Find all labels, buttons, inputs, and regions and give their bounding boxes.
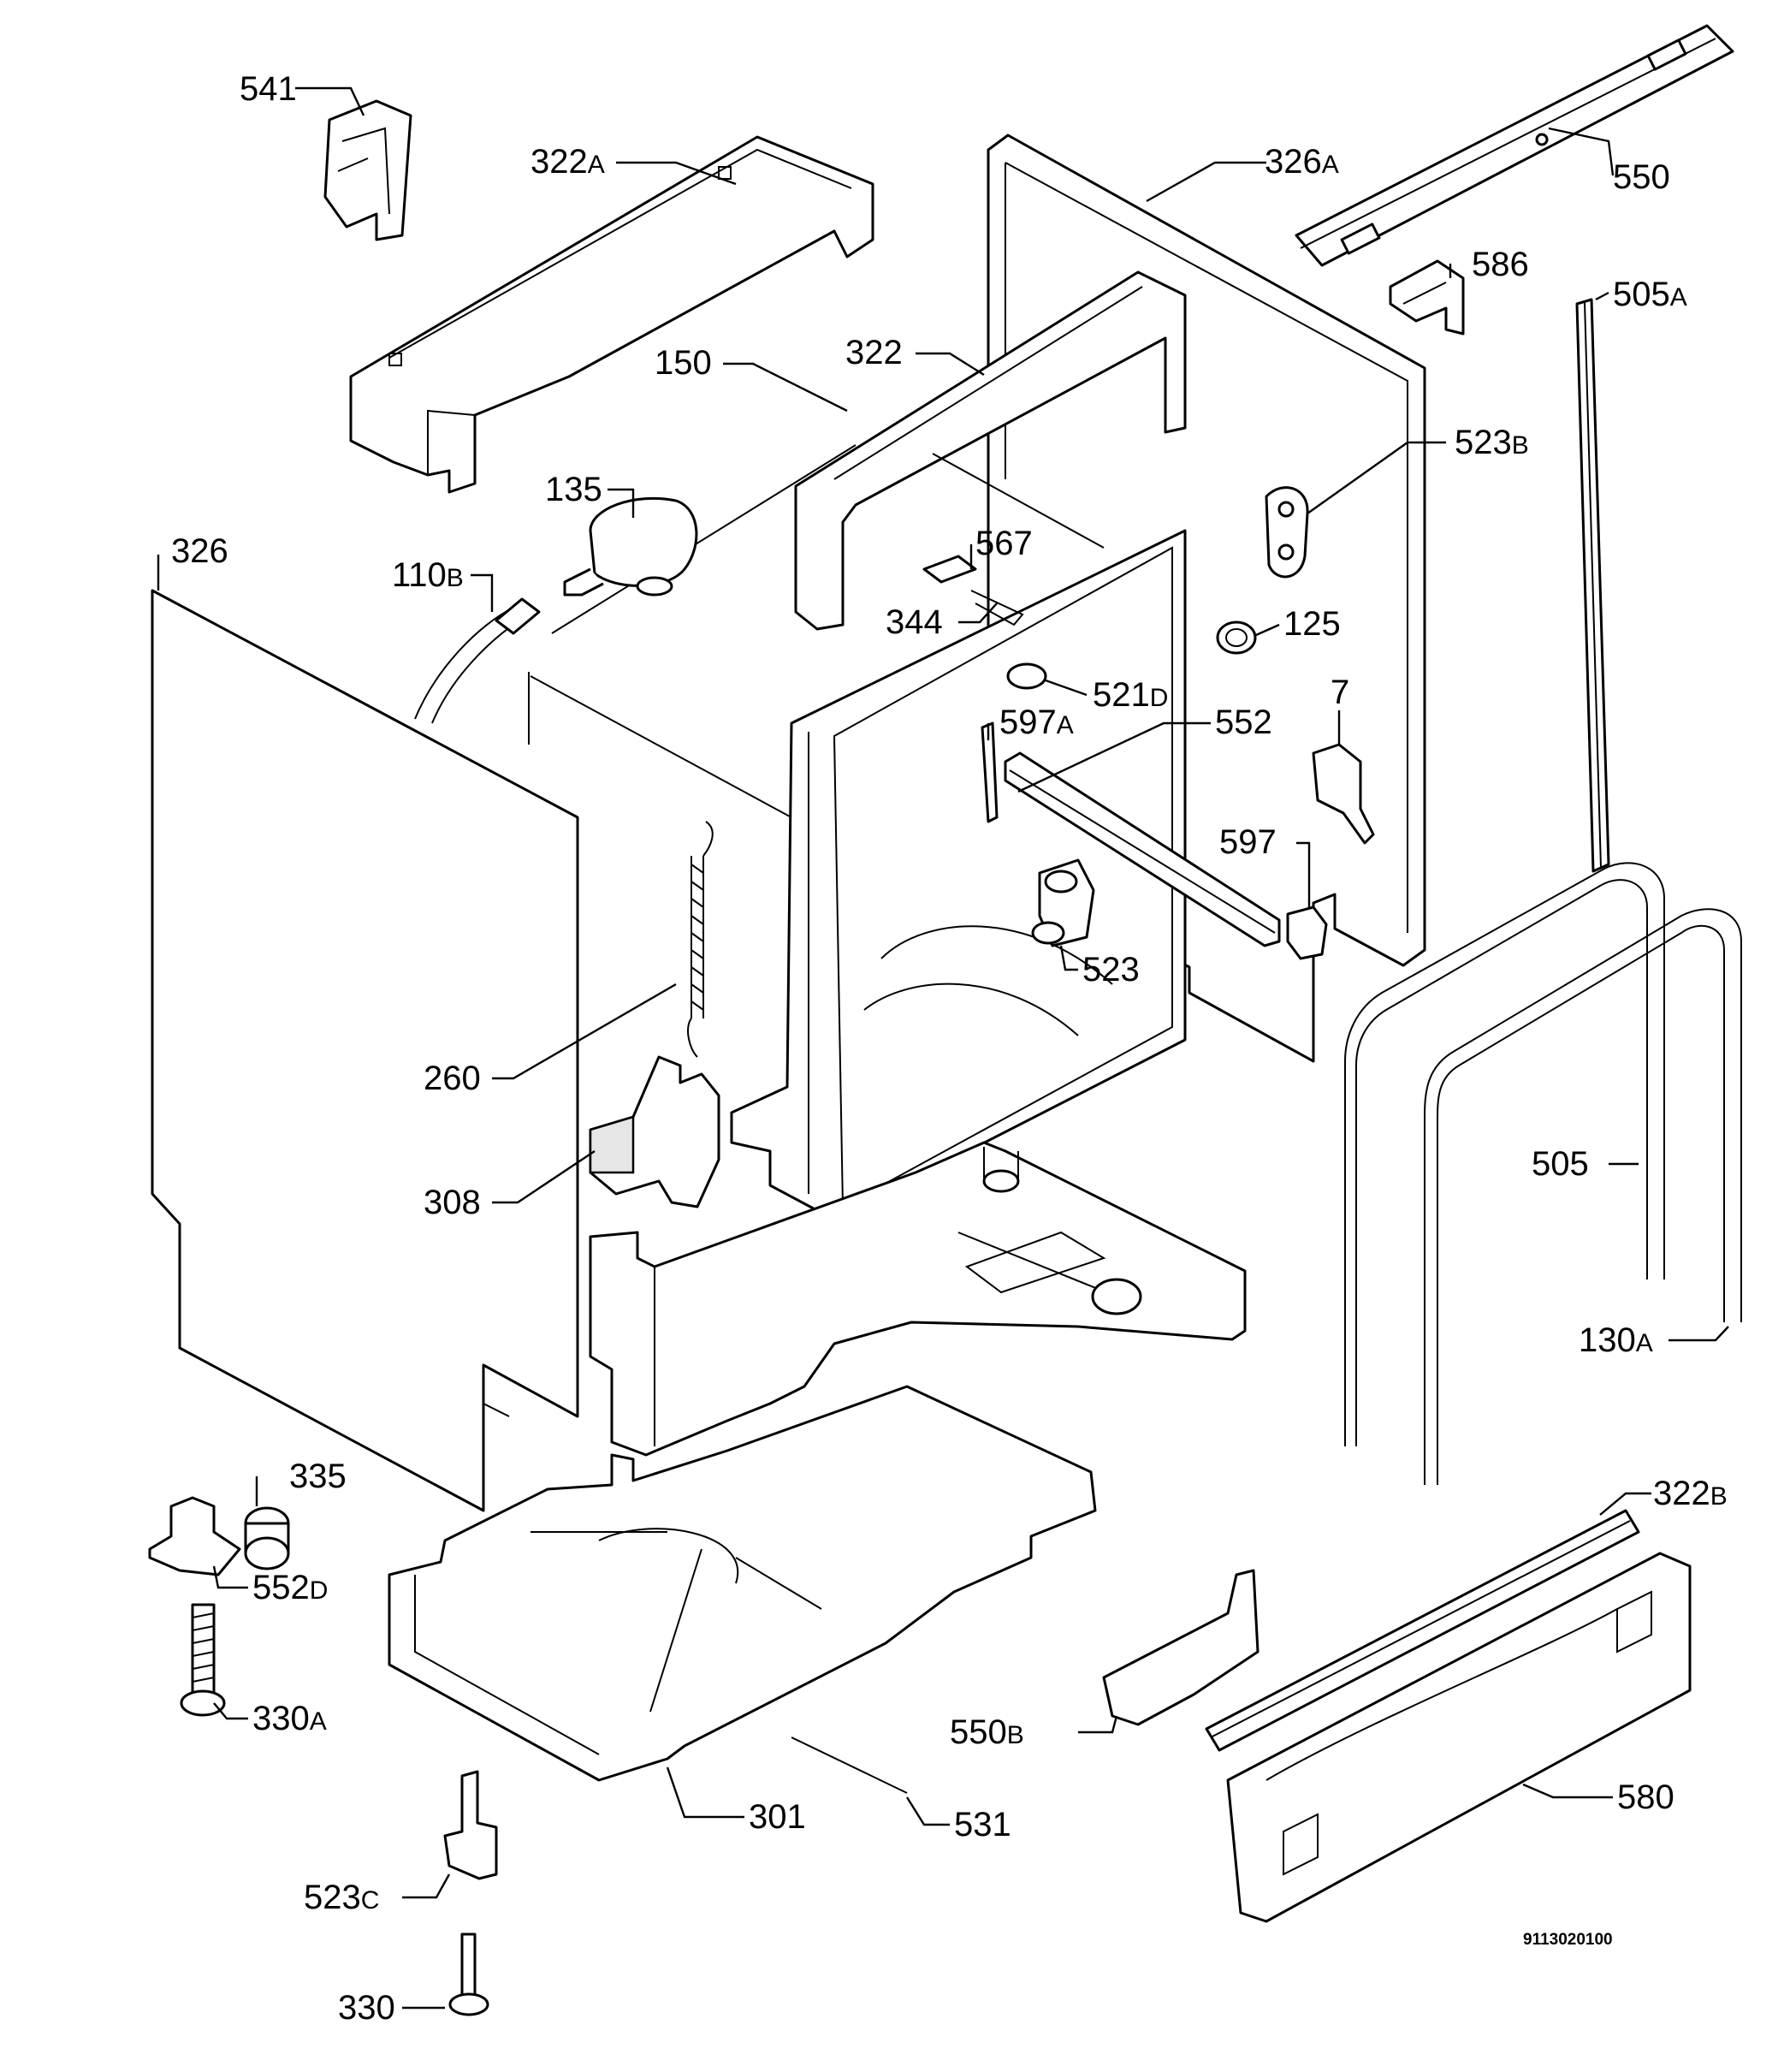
part-side-panel-left	[151, 589, 579, 1512]
part-cap-597	[1286, 905, 1328, 960]
label-322a: 322A	[530, 143, 605, 181]
part-clip-541	[323, 99, 412, 241]
label-523b: 523B	[1455, 424, 1529, 461]
label-580: 580	[1617, 1778, 1674, 1816]
label-308: 308	[424, 1184, 481, 1221]
part-ring-521d	[1006, 662, 1047, 690]
label-550b: 550B	[950, 1713, 1024, 1751]
label-521d: 521D	[1093, 676, 1168, 714]
label-567: 567	[975, 525, 1033, 562]
part-clip-567	[922, 555, 1024, 626]
label-523c: 523C	[304, 1879, 379, 1916]
part-gear-335	[244, 1506, 290, 1570]
part-screw-330	[448, 1932, 489, 2016]
part-nozzle-523	[1031, 858, 1095, 947]
label-552: 552	[1215, 704, 1272, 741]
label-301: 301	[749, 1798, 806, 1836]
part-base-frame	[589, 1141, 1247, 1457]
label-330a: 330A	[252, 1700, 327, 1737]
label-260: 260	[424, 1060, 481, 1097]
label-597a: 597A	[999, 704, 1074, 741]
label-322b: 322B	[1653, 1475, 1728, 1512]
label-150: 150	[655, 344, 712, 382]
part-hinge-pin-523c	[443, 1770, 498, 1880]
part-screw-330a	[180, 1603, 226, 1717]
leader-lines	[157, 86, 1729, 2010]
label-135: 135	[545, 471, 602, 508]
label-7: 7	[1331, 674, 1349, 711]
part-plug-125	[1216, 620, 1257, 655]
part-bracket-586	[1389, 259, 1465, 335]
part-fitting-552d	[148, 1496, 241, 1576]
label-586: 586	[1472, 246, 1529, 283]
label-505: 505	[1532, 1145, 1589, 1183]
part-frame-322	[794, 270, 1187, 631]
part-cover-523b	[1265, 486, 1309, 579]
part-hinge-308	[589, 1055, 720, 1208]
label-505a: 505A	[1613, 276, 1687, 313]
label-523: 523	[1082, 951, 1140, 989]
part-rail-552	[1004, 751, 1281, 947]
part-hose-110b	[414, 597, 541, 724]
part-bracket-550b	[1102, 1569, 1260, 1726]
part-latch-7	[1312, 743, 1375, 845]
label-326: 326	[171, 532, 228, 570]
label-541: 541	[240, 70, 297, 108]
label-552d: 552D	[252, 1569, 328, 1606]
label-344: 344	[886, 603, 943, 641]
part-top-rail	[1295, 24, 1734, 267]
label-322: 322	[845, 334, 903, 371]
part-profile-322b	[1205, 1509, 1640, 1752]
part-spring-260	[687, 821, 714, 1058]
drawing-code: 9113020100	[1523, 1931, 1613, 1949]
part-door-frame	[730, 529, 1187, 1221]
label-326a: 326A	[1265, 143, 1339, 181]
part-seal-strip-505a	[1575, 298, 1610, 873]
part-frame-322a	[349, 135, 874, 494]
part-plinth-580	[1226, 1552, 1692, 1923]
part-gasket-130a	[1424, 908, 1742, 1485]
part-dispenser-135	[563, 496, 698, 597]
part-rod-531	[791, 1737, 908, 1794]
label-550: 550	[1613, 158, 1670, 196]
part-labels: 541 322A 326A 550 586 505A 150 322 523B …	[171, 70, 1728, 2027]
label-130a: 130A	[1579, 1321, 1653, 1359]
part-base-tray-301	[388, 1385, 1097, 1782]
label-110b: 110B	[392, 556, 464, 594]
label-125: 125	[1283, 605, 1341, 643]
label-531: 531	[954, 1806, 1011, 1843]
part-tub-outline-150	[528, 444, 1105, 874]
part-gasket-505	[1344, 862, 1665, 1446]
label-597: 597	[1219, 823, 1277, 861]
label-335: 335	[289, 1458, 347, 1495]
label-330: 330	[338, 1989, 395, 2027]
